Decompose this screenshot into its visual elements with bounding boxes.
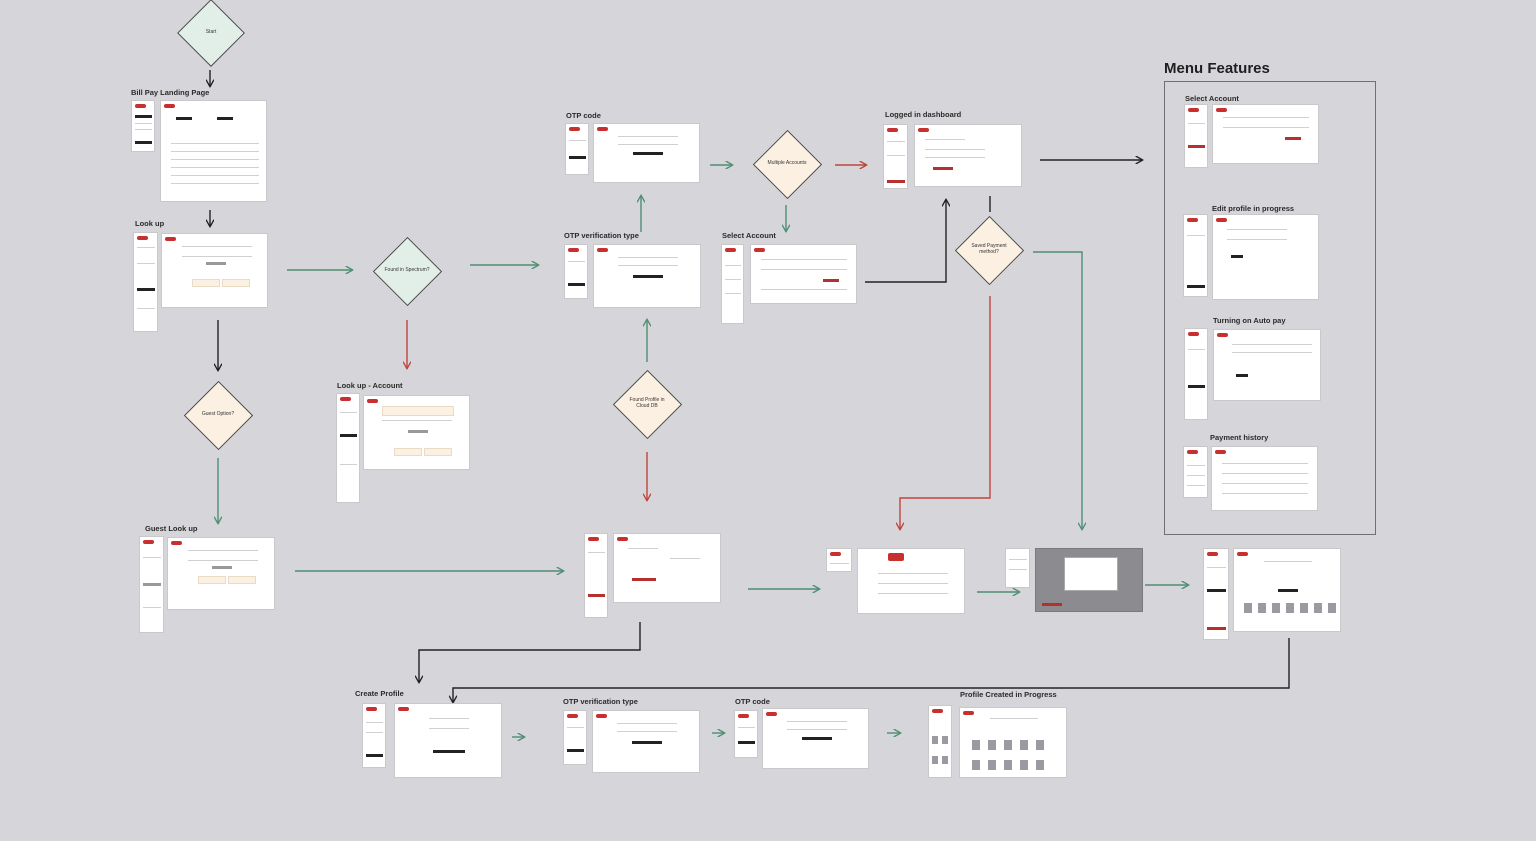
screen-guest-lookup-desktop [167,537,275,610]
arrow-guest-dashboard-createprofile [419,622,641,682]
screen-lookup-account-desktop [363,395,470,470]
screen-guest-dashboard-mobile [584,533,608,618]
guest-option-label: Guest Option? [201,411,235,418]
menu-select-account-desktop [1212,104,1319,164]
screen-profile-created-mobile [928,705,952,778]
menu-autopay-mobile [1184,328,1208,420]
screen-profile-created-desktop [959,707,1067,778]
screen-otp-code-desktop [593,123,700,183]
screen-select-account-mobile [721,244,744,324]
menu-payment-history-mobile [1183,446,1208,498]
multiple-accounts-decision: Multiple Accounts [751,129,823,200]
screen-otp-type-mobile [564,244,588,299]
menu-label-autopay: Turning on Auto pay [1213,316,1286,325]
screen-create-profile-desktop [394,703,502,778]
screen-landing-mobile [131,100,155,152]
start-node: Start [176,0,246,67]
screen-dashboard-desktop [914,124,1022,187]
label-profile-created: Profile Created in Progress [960,690,1057,699]
label-guest-lookup: Guest Look up [145,524,198,533]
screen-payment-mobile [826,548,852,572]
label-lookup: Look up [135,219,165,228]
screen-lookup-desktop [161,233,268,308]
label-otp-code-top: OTP code [566,111,601,120]
start-node-label: Start [205,29,217,36]
menu-features-title: Menu Features [1164,60,1270,77]
menu-payment-history-desktop [1211,446,1318,511]
screen-create-profile-mobile [362,703,386,768]
multiple-accounts-label: Multiple Accounts [767,160,807,167]
label-select-account: Select Account [722,231,776,240]
screen-guest-dashboard-desktop [613,533,721,603]
menu-select-account-mobile [1184,104,1208,168]
guest-option-decision: Guest Option? [183,380,254,451]
label-logged-dashboard: Logged in dashboard [885,110,962,119]
menu-edit-profile-desktop [1212,214,1319,300]
menu-edit-profile-mobile [1183,214,1208,297]
label-otp-type-top: OTP verification type [564,231,639,240]
label-create-profile: Create Profile [355,689,404,698]
label-otp-type-bottom: OTP verification type [563,697,638,706]
menu-label-select-account: Select Account [1185,94,1239,103]
menu-autopay-desktop [1213,329,1321,401]
menu-label-edit-profile: Edit profile in progress [1212,204,1295,213]
screen-landing-desktop [160,100,267,202]
screen-otp-code-bottom-desktop [762,708,869,769]
saved-payment-label: Saved Payment method? [971,243,1007,255]
arrow-saved-pay [900,296,991,529]
screen-lookup-account-mobile [336,393,360,503]
menu-label-payment-history: Payment history [1210,433,1269,442]
label-otp-code-bottom: OTP code [735,697,770,706]
screen-modal-mobile [1005,548,1030,588]
screen-lookup-mobile [133,232,158,332]
screen-final-mobile [1203,548,1229,640]
found-profile-cloud-decision: Found Profile in Cloud DB [611,369,683,440]
screen-select-account-desktop [750,244,857,304]
screen-otp-type-bottom-desktop [592,710,700,773]
screen-otp-code-mobile [565,123,589,175]
screen-payment-desktop [857,548,965,614]
screen-otp-type-desktop [593,244,701,308]
menu-features-panel [1164,81,1376,535]
screen-otp-type-bottom-mobile [563,710,587,765]
screen-dashboard-mobile [883,124,908,189]
label-landing: Bill Pay Landing Page [131,88,210,97]
screen-guest-lookup-mobile [139,536,164,633]
found-profile-cloud-label: Found Profile in Cloud DB [629,397,665,409]
arrow-selectaccount-dashboard [865,200,946,283]
label-lookup-account: Look up - Account [337,381,403,390]
arrow-final-createprofile [453,638,1290,702]
saved-payment-decision: Saved Payment method? [953,215,1025,286]
screen-otp-code-bottom-mobile [734,710,758,758]
found-in-spectrum-label: Found in Spectrum? [384,267,430,274]
arrow-saved-modal [1033,251,1082,529]
found-in-spectrum-decision: Found in Spectrum? [371,236,443,307]
screen-modal-desktop [1035,548,1143,612]
screen-final-desktop [1233,548,1341,632]
